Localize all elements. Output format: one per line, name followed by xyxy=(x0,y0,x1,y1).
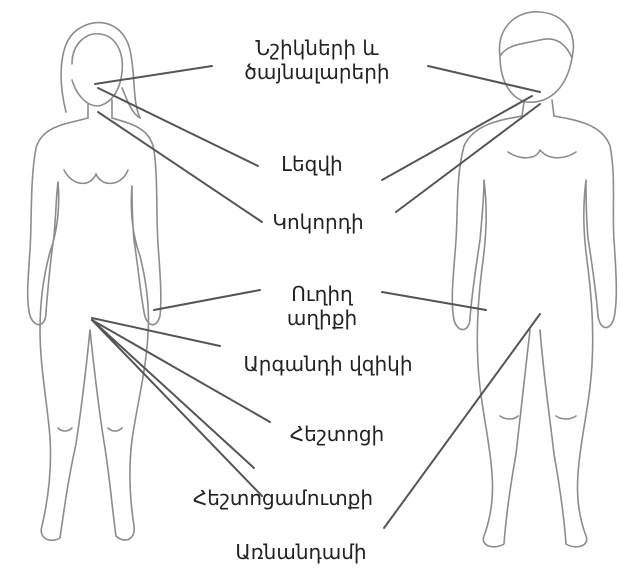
male-head xyxy=(500,56,572,102)
label-vagina-text: Հեշտոցի xyxy=(272,422,402,446)
female-left-side xyxy=(28,118,90,540)
male-knees xyxy=(500,416,576,419)
label-penis-text: Առնանդամի xyxy=(216,540,386,564)
label-vulva: Արգանդի վզիկի xyxy=(228,352,428,376)
label-tongue-text: Լեզվի xyxy=(262,152,362,176)
male-hair xyxy=(499,12,573,58)
label-penis: Առնանդամի xyxy=(216,540,386,564)
female-neck xyxy=(88,100,112,118)
leader-female-entrance xyxy=(92,320,262,496)
female-knees xyxy=(58,428,122,431)
label-tongue: Լեզվի xyxy=(262,152,362,176)
label-teeth-gums-line2: ծայնալարերի xyxy=(222,60,412,84)
leader-female-mouth xyxy=(95,66,212,84)
label-throat-text: Կոկորդի xyxy=(258,210,378,234)
leader-male-mouth xyxy=(428,66,540,92)
male-chest xyxy=(508,150,576,158)
male-figure xyxy=(452,12,616,547)
leader-male-penis xyxy=(384,314,540,528)
label-rectum-line2: աղիքի xyxy=(262,306,382,330)
label-throat: Կոկորդի xyxy=(258,210,378,234)
leader-female-extra xyxy=(92,320,254,468)
leader-male-throat xyxy=(396,104,540,212)
leader-female-rectum xyxy=(154,290,260,310)
label-rectum: Ուղիղ աղիքի xyxy=(262,282,382,330)
female-chest xyxy=(64,170,128,183)
label-vaginal-entrance: Հեշտոցամուտքի xyxy=(176,486,390,510)
label-vagina: Հեշտոցի xyxy=(272,422,402,446)
female-figure xyxy=(28,23,161,541)
label-vulva-text: Արգանդի վզիկի xyxy=(228,352,428,376)
label-teeth-gums: Նշիկների և ծայնալարերի xyxy=(222,36,412,84)
label-teeth-gums-line1: Նշիկների և xyxy=(222,36,412,60)
male-left-side xyxy=(452,116,530,547)
label-vaginal-entrance-text: Հեշտոցամուտքի xyxy=(176,486,390,510)
leader-male-rectum xyxy=(382,292,486,310)
label-rectum-line1: Ուղիղ xyxy=(262,282,382,306)
male-right-side xyxy=(540,116,616,547)
